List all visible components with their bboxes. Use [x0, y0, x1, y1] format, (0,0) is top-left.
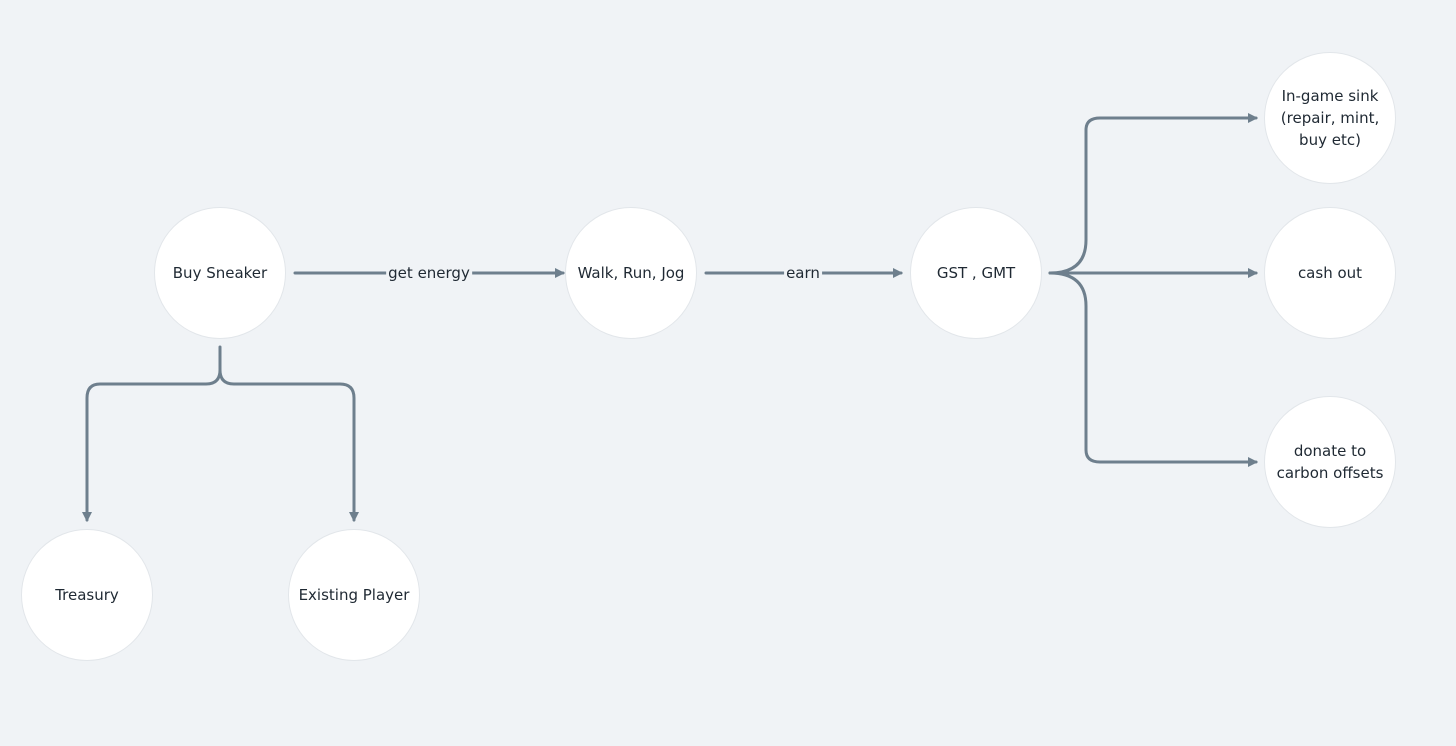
node-label: Existing Player: [298, 586, 410, 604]
node-label: donate to carbon offsets: [1276, 442, 1384, 482]
node-label: Treasury: [55, 586, 119, 604]
edge-label-get-energy: get energy: [386, 263, 472, 283]
edge-to-donate: [1048, 271, 1258, 467]
edge-to-treasury: [82, 345, 222, 522]
node-label: In-game sink (repair, mint, buy etc): [1280, 87, 1380, 149]
node-label: cash out: [1297, 264, 1363, 282]
node-donate-carbon-offsets[interactable]: donate to carbon offsets: [1264, 396, 1396, 528]
node-gst-gmt[interactable]: GST , GMT: [910, 207, 1042, 339]
node-label: GST , GMT: [936, 264, 1016, 282]
node-cash-out[interactable]: cash out: [1264, 207, 1396, 339]
node-in-game-sink[interactable]: In-game sink (repair, mint, buy etc): [1264, 52, 1396, 184]
edge-to-in-game-sink: [1048, 113, 1258, 275]
node-walk-run-jog[interactable]: Walk, Run, Jog: [565, 207, 697, 339]
edge-label-earn: earn: [784, 263, 822, 283]
node-label: Walk, Run, Jog: [577, 264, 685, 282]
node-label: Buy Sneaker: [172, 264, 268, 282]
edge-to-existing-player: [218, 368, 359, 522]
node-treasury[interactable]: Treasury: [21, 529, 153, 661]
node-buy-sneaker[interactable]: Buy Sneaker: [154, 207, 286, 339]
node-existing-player[interactable]: Existing Player: [288, 529, 420, 661]
